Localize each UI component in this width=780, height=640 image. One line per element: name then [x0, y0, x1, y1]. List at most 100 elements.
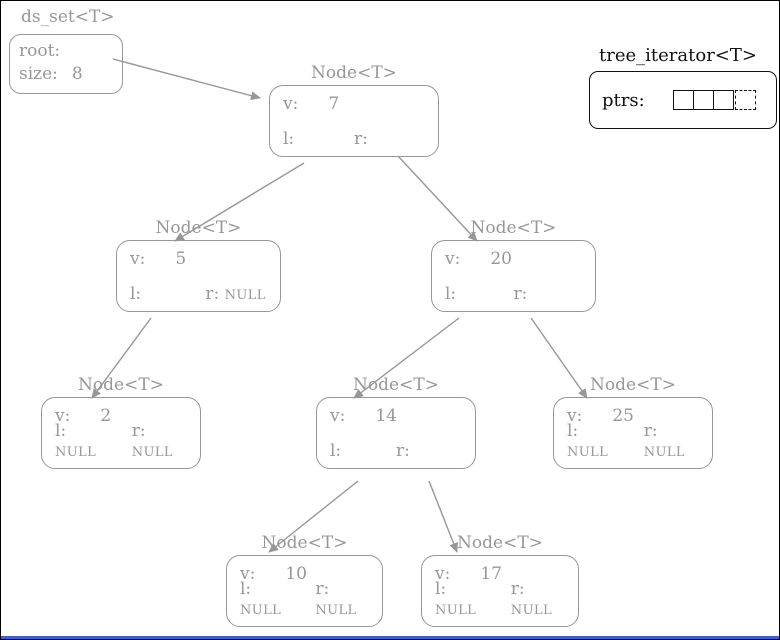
ptr-cell — [712, 90, 734, 110]
node-title: Node<T> — [261, 533, 348, 553]
node-title: Node<T> — [353, 375, 439, 395]
node-box: v: 10 l: NULL r: NULL — [226, 555, 383, 627]
size-label: size: — [19, 63, 58, 84]
r-group: r: NULL — [315, 579, 369, 619]
r-label: r: — [643, 421, 658, 441]
node-title: Node<T> — [311, 63, 397, 83]
v-value: 5 — [175, 249, 187, 269]
node-lr-row: l: NULL r: NULL — [435, 579, 565, 619]
node-box: v:20 l: r: — [431, 240, 596, 312]
node-lr-row: l: NULL r: NULL — [567, 421, 699, 461]
l-group: l: NULL — [567, 421, 620, 461]
node-title: Node<T> — [78, 375, 164, 395]
l-group: l: — [330, 441, 341, 461]
node-v-row: v: 17 — [435, 564, 565, 584]
v-label: v: — [567, 406, 583, 426]
bottom-edge-bar — [1, 636, 779, 639]
v-value: 14 — [375, 406, 397, 426]
v-label: v: — [283, 94, 299, 114]
v-value: 17 — [480, 564, 502, 584]
v-value: 10 — [285, 564, 307, 584]
ds-set-box: root: size: 8 — [9, 34, 123, 94]
l-group: l: — [445, 284, 456, 304]
l-value: NULL — [567, 445, 609, 460]
r-group: r: NULL — [132, 421, 187, 461]
r-label: r: — [513, 284, 528, 304]
node-v-row: v: 7 — [283, 94, 425, 114]
r-value: NULL — [510, 603, 552, 618]
node-5: Node<T> v: 5 l: r: NULL — [116, 218, 281, 312]
root-label: root: — [19, 41, 61, 61]
node-25: Node<T> v: 25 l: NULL r: NULL — [553, 375, 713, 469]
r-value: NULL — [131, 445, 173, 460]
r-value: NULL — [315, 603, 357, 618]
r-label: r: — [510, 579, 525, 599]
node-box: v: 2 l: NULL r: NULL — [41, 397, 201, 469]
v-label: v: — [240, 564, 256, 584]
v-label: v: — [130, 249, 146, 269]
node-title: Node<T> — [470, 218, 557, 238]
r-group: r: NULL — [511, 579, 565, 619]
l-label: l: — [240, 579, 252, 599]
r-group: r: NULL — [205, 284, 265, 304]
v-label: v: — [445, 249, 461, 269]
node-title: Node<T> — [155, 218, 242, 238]
v-value: 7 — [328, 94, 340, 114]
root-field: root: — [19, 40, 113, 63]
r-label: r: — [396, 441, 410, 461]
v-label: v: — [330, 406, 346, 426]
size-value: 8 — [71, 63, 83, 84]
node-7: Node<T> v: 7 l: r: — [269, 63, 439, 157]
r-group: r: — [354, 129, 368, 149]
node-v-row: v: 25 — [567, 406, 699, 426]
node-box: v: 17 l: NULL r: NULL — [421, 555, 579, 627]
edge-root-n7 — [112, 58, 261, 101]
l-value: NULL — [435, 603, 477, 618]
node-v-row: v: 5 — [130, 249, 267, 269]
ptr-cell — [672, 90, 694, 110]
l-label: l: — [130, 284, 142, 304]
v-value: 2 — [100, 406, 112, 426]
l-group: l: — [130, 284, 141, 304]
node-14: Node<T> v: 14 l: r: — [316, 375, 476, 469]
l-group: l: NULL — [435, 579, 487, 619]
node-10: Node<T> v: 10 l: NULL r: NULL — [226, 533, 383, 627]
node-lr-row: l: r: NULL — [130, 284, 267, 304]
l-label: l: — [55, 421, 67, 441]
r-group: r: — [396, 441, 410, 461]
size-field: size: 8 — [19, 63, 113, 86]
node-lr-row: l: NULL r: NULL — [55, 421, 187, 461]
l-label: l: — [283, 129, 295, 149]
node-title: Node<T> — [590, 375, 676, 395]
node-v-row: v: 2 — [55, 406, 187, 426]
l-value: NULL — [55, 445, 97, 460]
l-group: l: NULL — [240, 579, 291, 619]
l-group: l: — [283, 129, 294, 149]
r-label: r: — [354, 129, 368, 149]
node-17: Node<T> v: 17 l: NULL r: NULL — [421, 533, 579, 627]
node-v-row: v: 14 — [330, 406, 462, 426]
v-label: v: — [55, 406, 71, 426]
ptrs-label: ptrs: — [602, 89, 645, 111]
v-label: v: — [435, 564, 451, 584]
node-box: v: 5 l: r: NULL — [116, 240, 281, 312]
node-box: v: 25 l: NULL r: NULL — [553, 397, 713, 469]
r-label: r: — [131, 421, 146, 441]
ds-set-title: ds_set<T> — [21, 7, 115, 27]
node-box: v: 14 l: r: — [316, 397, 476, 469]
ptr-cell-dashed — [734, 90, 756, 110]
node-lr-row: l: r: — [445, 284, 582, 304]
node-v-row: v:20 — [445, 249, 582, 269]
l-value: NULL — [240, 603, 282, 618]
l-label: l: — [435, 579, 447, 599]
l-label: l: — [445, 284, 457, 304]
v-value: 25 — [612, 406, 634, 426]
r-group: r: — [514, 284, 528, 304]
node-lr-row: l: r: — [330, 441, 462, 461]
node-2: Node<T> v: 2 l: NULL r: NULL — [41, 375, 201, 469]
node-title: Node<T> — [457, 533, 543, 553]
r-label: r: — [205, 284, 220, 304]
node-lr-row: l: NULL r: NULL — [240, 579, 369, 619]
l-label: l: — [567, 421, 579, 441]
